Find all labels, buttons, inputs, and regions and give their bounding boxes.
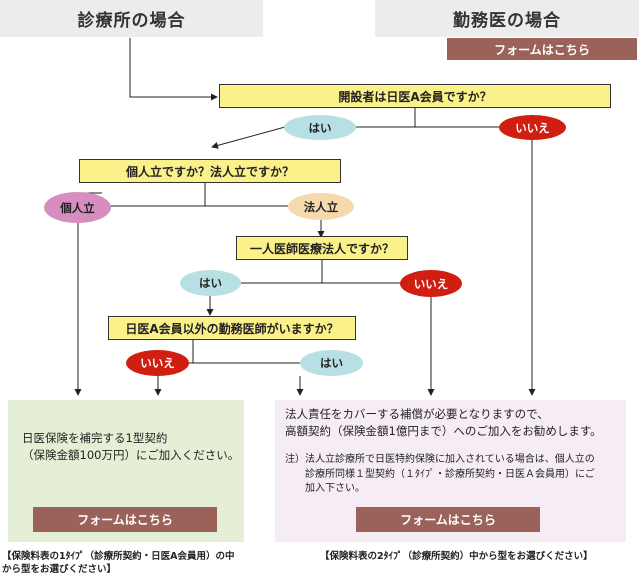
header-doctor: 勤務医の場合 xyxy=(375,0,639,37)
question-4: 日医A会員以外の勤務医師がいますか？ xyxy=(108,316,356,340)
header-clinic: 診療所の場合 xyxy=(0,0,263,37)
caption-type1-line2: から型をお選びください】 xyxy=(2,564,117,576)
result-high-amount-line2: 高額契約（保険金額1億円まで）へのご加入をお勧めします。 xyxy=(285,424,602,439)
answer-q4-yes-label: はい xyxy=(320,356,343,370)
question-2-text: 個人立ですか？法人立ですか？ xyxy=(125,164,294,179)
answer-q3-no-label: いいえ xyxy=(413,276,449,291)
question-3-text: 一人医師医療法人ですか？ xyxy=(249,241,394,256)
answer-q3-no: いいえ xyxy=(400,270,462,297)
form-button-high-amount-label: フォームはこちら xyxy=(400,513,496,527)
answer-q2-hojin: 法人立 xyxy=(288,193,354,220)
answer-q1-yes: はい xyxy=(284,115,356,140)
question-1-text: 開設者は日医A会員ですか？ xyxy=(338,89,492,104)
caption-type2: 【保険料表の2ﾀｲﾌﾟ（診療所契約）中から型をお選びください】 xyxy=(320,550,638,563)
answer-q1-yes-label: はい xyxy=(308,120,332,135)
question-2: 個人立ですか？法人立ですか？ xyxy=(79,159,341,183)
result-note-line2: 診療所同様１型契約（１ﾀｲﾌﾟ・診療所契約・日医Ａ会員用）にご xyxy=(305,468,595,480)
result-note-line1: 注）法人立診療所で日医特約保険に加入されている場合は、個人立の xyxy=(285,454,595,465)
form-button-type1[interactable]: フォームはこちら xyxy=(33,507,217,532)
header-clinic-label: 診療所の場合 xyxy=(77,11,186,31)
caption-type1-line1: 【保険料表の1ﾀｲﾌﾟ（診療所契約・日医A会員用）の中 xyxy=(2,551,235,562)
connector-header-q1 xyxy=(129,38,218,101)
answer-q4-no: いいえ xyxy=(126,350,189,376)
answer-q1-no-label: いいえ xyxy=(515,120,550,135)
caption-type1: 【保険料表の1ﾀｲﾌﾟ（診療所契約・日医A会員用）の中 から型をお選びください】 xyxy=(2,550,272,577)
question-3: 一人医師医療法人ですか？ xyxy=(236,236,408,260)
answer-q3-yes-label: はい xyxy=(199,276,222,290)
form-button-doctor[interactable]: フォームはこちら xyxy=(447,38,637,60)
answer-q2-kojin: 個人立 xyxy=(44,192,111,223)
result-note-line3: 加入下さい。 xyxy=(305,483,365,494)
question-1: 開設者は日医A会員ですか？ xyxy=(219,84,611,108)
answer-q2-kojin-label: 個人立 xyxy=(60,200,95,215)
result-note: 注）法人立診療所で日医特約保険に加入されている場合は、個人立の 診療所同様１型契… xyxy=(285,453,621,497)
answer-q1-no: いいえ xyxy=(499,115,566,140)
connector-q4-split xyxy=(188,340,300,364)
answer-q2-hojin-label: 法人立 xyxy=(303,199,339,214)
result-type1-text: 日医保険を補完する1型契約 （保険金額100万円）にご加入ください。 xyxy=(22,430,242,465)
form-button-high-amount[interactable]: フォームはこちら xyxy=(356,507,540,532)
answer-q4-no-label: いいえ xyxy=(140,356,175,370)
result-high-amount-text: 法人責任をカバーする補償が必要となりますので、 高額契約（保険金額1億円まで）へ… xyxy=(285,406,625,441)
caption-type2-line1: 【保険料表の2ﾀｲﾌﾟ（診療所契約）中から型をお選びください】 xyxy=(320,551,593,562)
answer-q4-yes: はい xyxy=(300,350,363,376)
result-high-amount-line1: 法人責任をカバーする補償が必要となりますので、 xyxy=(285,407,549,421)
form-button-doctor-label: フォームはこちら xyxy=(494,42,590,57)
answer-q3-yes: はい xyxy=(180,270,241,296)
form-button-type1-label: フォームはこちら xyxy=(77,513,173,527)
result-type1-line1: 日医保険を補完する1型契約 xyxy=(22,431,168,445)
result-box-type1: 日医保険を補完する1型契約 （保険金額100万円）にご加入ください。 フォームは… xyxy=(8,400,244,542)
connector-yes-q2 xyxy=(211,126,286,149)
connector-q3-split xyxy=(241,260,400,284)
question-4-text: 日医A会員以外の勤務医師がいますか？ xyxy=(125,321,339,336)
header-doctor-label: 勤務医の場合 xyxy=(453,11,561,31)
result-box-high-amount: 法人責任をカバーする補償が必要となりますので、 高額契約（保険金額1億円まで）へ… xyxy=(275,400,626,542)
result-type1-line2: （保険金額100万円）にご加入ください。 xyxy=(22,448,240,463)
